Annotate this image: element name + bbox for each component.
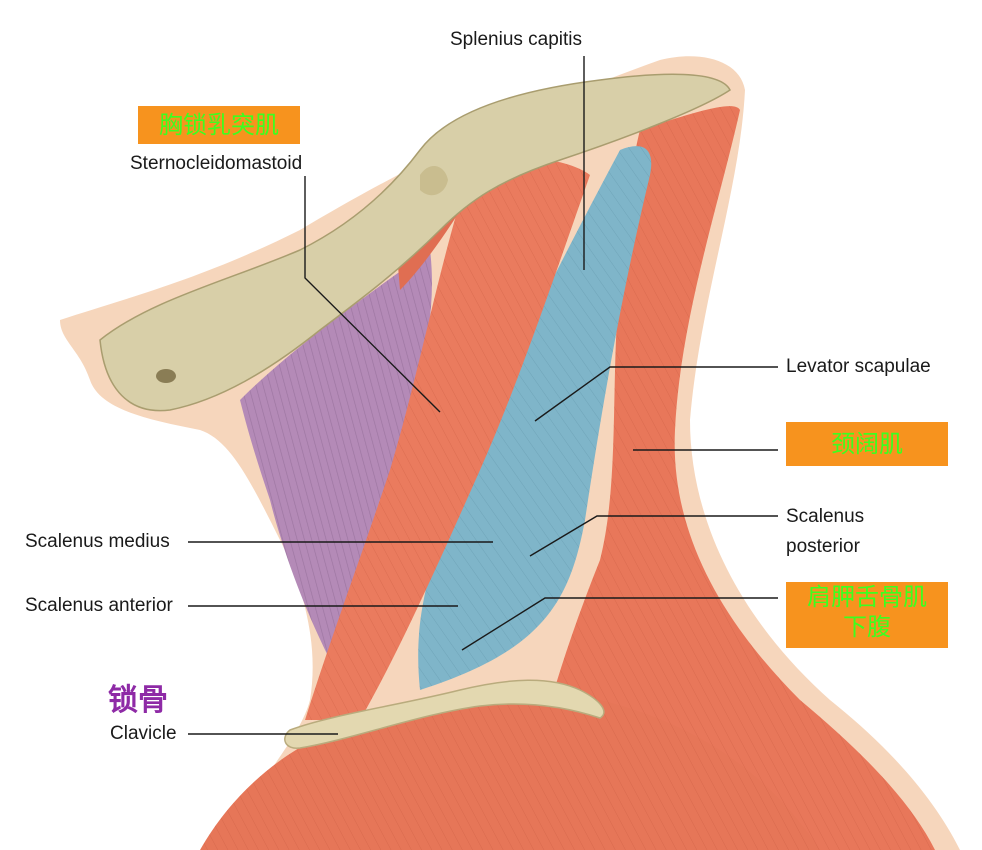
badge-platysma-cn: 颈阔肌	[786, 422, 948, 466]
leader-lines	[188, 56, 778, 735]
clavicle-bone	[284, 679, 605, 749]
badge-omohyoid-line1: 肩胛舌骨肌	[807, 583, 927, 611]
label-scalenus-posterior-line1: Scalenus	[786, 506, 865, 527]
badge-omohyoid-line2: 下腹	[843, 613, 891, 641]
label-splenius-capitis: Splenius capitis	[450, 29, 583, 50]
label-sternocleidomastoid: Sternocleidomastoid	[130, 153, 303, 174]
label-clavicle-cn: 锁骨	[108, 683, 168, 718]
label-levator-scapulae: Levator scapulae	[786, 356, 931, 377]
badge-omohyoid-cn: 肩胛舌骨肌 下腹	[786, 582, 948, 648]
badge-sternocleidomastoid-cn: 胸锁乳突肌	[138, 106, 300, 144]
label-scalenus-anterior: Scalenus anterior	[25, 595, 173, 616]
mandible-bone	[99, 73, 731, 412]
label-scalenus-posterior-line2: posterior	[786, 536, 860, 557]
label-scalenus-medius: Scalenus medius	[25, 531, 170, 552]
label-clavicle: Clavicle	[110, 723, 177, 744]
